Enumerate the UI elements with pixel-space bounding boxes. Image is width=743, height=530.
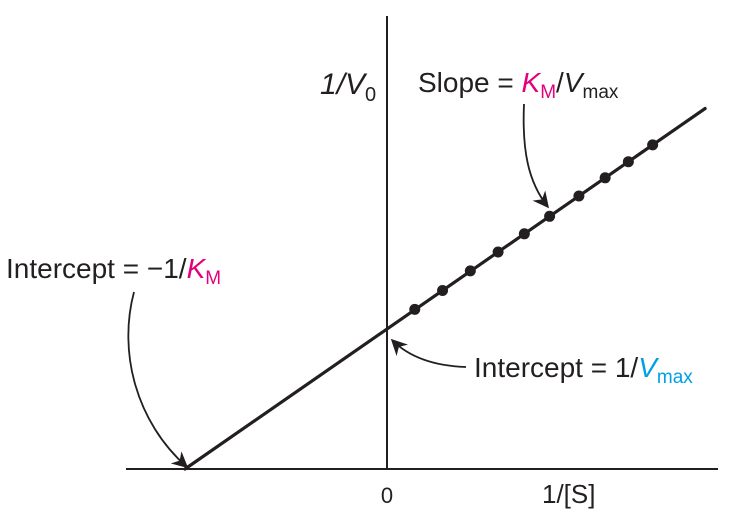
slope-sep: / xyxy=(556,67,564,98)
slope-vmax-var: V xyxy=(564,67,585,98)
slope-annotation: Slope = KM/Vmax xyxy=(418,67,619,103)
data-point xyxy=(599,172,611,184)
y-intercept-vmax-var: V xyxy=(638,352,659,383)
data-point xyxy=(573,190,585,202)
x-intercept-annotation: Intercept = −1/KM xyxy=(6,253,221,289)
data-point xyxy=(518,228,530,240)
slope-prefix: Slope = xyxy=(418,67,522,98)
data-point xyxy=(437,285,449,296)
x-intercept-km-sub: M xyxy=(205,268,221,289)
data-point xyxy=(647,139,659,151)
y-axis-label-subscript: 0 xyxy=(365,84,376,106)
y-intercept-prefix: Intercept = 1/ xyxy=(474,352,638,383)
data-point xyxy=(409,303,421,315)
x-intercept-prefix: Intercept = −1/ xyxy=(6,253,187,284)
slope-arrow xyxy=(522,103,550,209)
y-intercept-arrow xyxy=(390,338,467,368)
data-point xyxy=(544,210,556,222)
slope-vmax-sub: max xyxy=(583,82,619,103)
y-axis-label-main: 1/V xyxy=(320,68,368,101)
x-origin-label: 0 xyxy=(381,483,393,508)
slope-km-var: K xyxy=(522,67,542,98)
y-intercept-annotation: Intercept = 1/Vmax xyxy=(474,352,693,388)
slope-km-sub: M xyxy=(540,82,556,103)
data-point xyxy=(622,156,634,168)
x-axis-label: 1/[S] xyxy=(542,479,595,509)
x-intercept-km-var: K xyxy=(187,253,207,284)
data-point xyxy=(464,265,476,277)
data-point xyxy=(492,246,504,258)
x-intercept-arrow xyxy=(127,291,189,469)
data-points xyxy=(409,139,659,315)
y-intercept-vmax-sub: max xyxy=(657,367,693,388)
y-axis-label: 1/V0 xyxy=(320,68,376,106)
